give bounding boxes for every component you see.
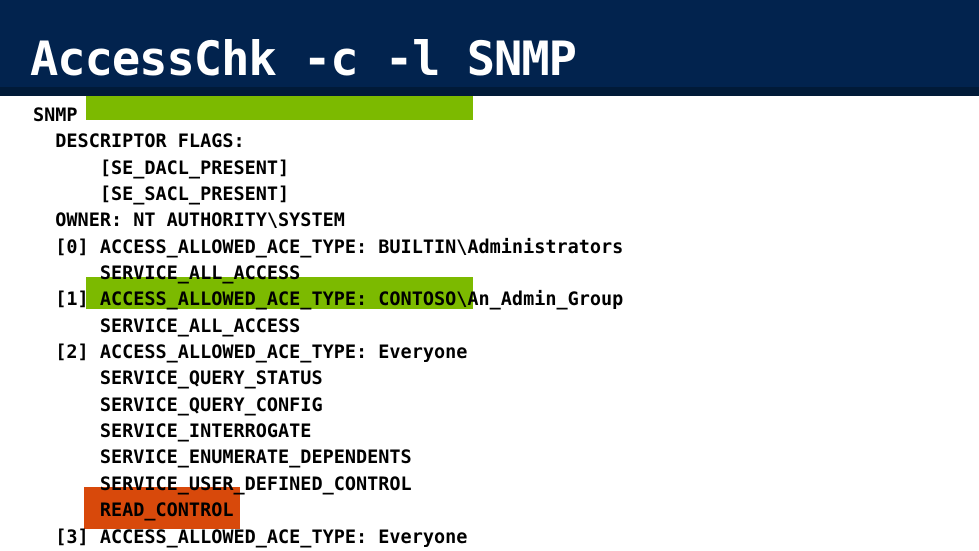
console-line-se-sacl-present: [SE_SACL_PRESENT]	[33, 184, 290, 206]
console-line-ace-2-perm-5: SERVICE_USER_DEFINED_CONTROL	[33, 473, 412, 495]
console-line-ace-0: [0] ACCESS_ALLOWED_ACE_TYPE: BUILTIN\Adm…	[33, 236, 624, 258]
console-output: SNMP DESCRIPTOR FLAGS: [SE_DACL_PRESENT]…	[33, 103, 623, 551]
console-line-ace-2-perm-3: SERVICE_INTERROGATE	[33, 421, 312, 443]
console-line-snmp: SNMP	[33, 105, 78, 126]
console-line-ace-2-perm-4: SERVICE_ENUMERATE_DEPENDENTS	[33, 447, 412, 469]
console-line-ace-2: [2] ACCESS_ALLOWED_ACE_TYPE: Everyone	[33, 342, 468, 364]
slide-header: AccessChk -c -l SNMP	[0, 0, 979, 96]
console-line-ace-0-perm: SERVICE_ALL_ACCESS	[33, 263, 301, 285]
console-line-ace-2-perm-2: SERVICE_QUERY_CONFIG	[33, 394, 323, 416]
console-line-se-dacl-present: [SE_DACL_PRESENT]	[33, 157, 290, 179]
console-line-ace-2-perm-1: SERVICE_QUERY_STATUS	[33, 368, 323, 390]
console-line-read-control: READ_CONTROL	[33, 500, 234, 522]
green-redaction-highlight-service-name	[86, 96, 473, 120]
console-line-ace-1: [1] ACCESS_ALLOWED_ACE_TYPE: CONTOSO\An_…	[33, 289, 624, 311]
console-line-descriptor-flags: DESCRIPTOR FLAGS:	[33, 131, 245, 153]
console-line-owner: OWNER: NT AUTHORITY\SYSTEM	[33, 210, 345, 232]
console-line-ace-3: [3] ACCESS_ALLOWED_ACE_TYPE: Everyone	[33, 526, 468, 548]
orange-highlight-read-control	[84, 487, 240, 529]
green-highlight-admin-group-ace	[86, 277, 473, 309]
slide-title: AccessChk -c -l SNMP	[30, 32, 577, 87]
console-line-ace-1-perm: SERVICE_ALL_ACCESS	[33, 315, 301, 337]
